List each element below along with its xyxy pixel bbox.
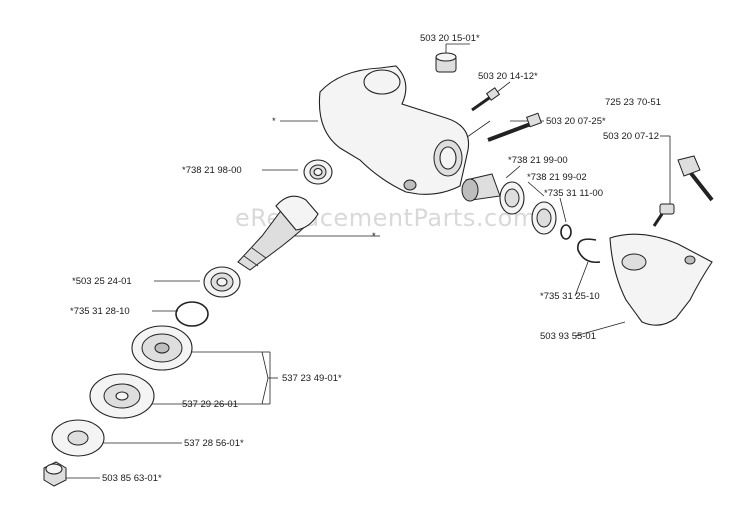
bearing-right-part xyxy=(531,201,557,235)
label-star-mid: * xyxy=(372,231,376,242)
bevel-gear-small-part xyxy=(461,173,501,202)
label-503-93-55-01: 503 93 55-01 xyxy=(540,331,596,342)
bearing-mid-part xyxy=(499,181,525,215)
label-star-top: * xyxy=(272,116,276,127)
circlip-large-part xyxy=(577,238,601,264)
label-503-85-63-01: 503 85 63-01* xyxy=(102,473,162,484)
bearing-lower-part xyxy=(203,266,241,298)
drive-disc-part xyxy=(131,325,193,371)
label-537-28-56-01: 537 28 56-01* xyxy=(184,438,244,449)
washer-part xyxy=(51,419,105,457)
nut-part xyxy=(43,461,67,487)
part-labels: 503 20 15-01* 503 20 14-12* 725 23 70-51… xyxy=(70,33,661,484)
plug-part xyxy=(435,52,457,73)
label-503-20-07-12: 503 20 07-12 xyxy=(603,131,659,142)
small-screw-part xyxy=(471,87,501,112)
label-503-20-07-25: 503 20 07-25* xyxy=(546,116,606,127)
label-738-21-98-00: *738 21 98-00 xyxy=(182,165,242,176)
bolt-725-part xyxy=(677,155,714,202)
label-503-25-24-01: *503 25 24-01 xyxy=(72,276,132,287)
label-735-31-11-00: *735 31 11-00 xyxy=(544,188,603,199)
label-503-20-14-12: 503 20 14-12* xyxy=(478,71,538,82)
shaft-gear-part xyxy=(237,195,319,271)
guard-bracket-part xyxy=(609,233,713,326)
bearing-upper-part xyxy=(303,159,333,185)
label-735-31-28-10: *735 31 28-10 xyxy=(70,306,130,317)
label-738-21-99-00: *738 21 99-00 xyxy=(508,155,568,166)
label-537-29-26-01: 537 29 26-01 xyxy=(182,399,238,410)
label-537-23-49-01: 537 23 49-01* xyxy=(282,373,342,384)
support-cup-part xyxy=(89,373,155,419)
label-738-21-99-02: *738 21 99-02 xyxy=(527,172,587,183)
gear-housing-part xyxy=(318,65,470,195)
group-bracket xyxy=(262,351,271,405)
circlip-small-part xyxy=(560,224,572,240)
label-503-20-15-01: 503 20 15-01* xyxy=(420,33,480,44)
label-725-23-70-51: 725 23 70-51 xyxy=(605,97,661,108)
long-bolt-part xyxy=(487,112,542,142)
circlip-lower-part xyxy=(175,301,209,327)
screw-small-part xyxy=(652,203,675,227)
label-735-31-25-10: *735 31 25-10 xyxy=(540,291,600,302)
